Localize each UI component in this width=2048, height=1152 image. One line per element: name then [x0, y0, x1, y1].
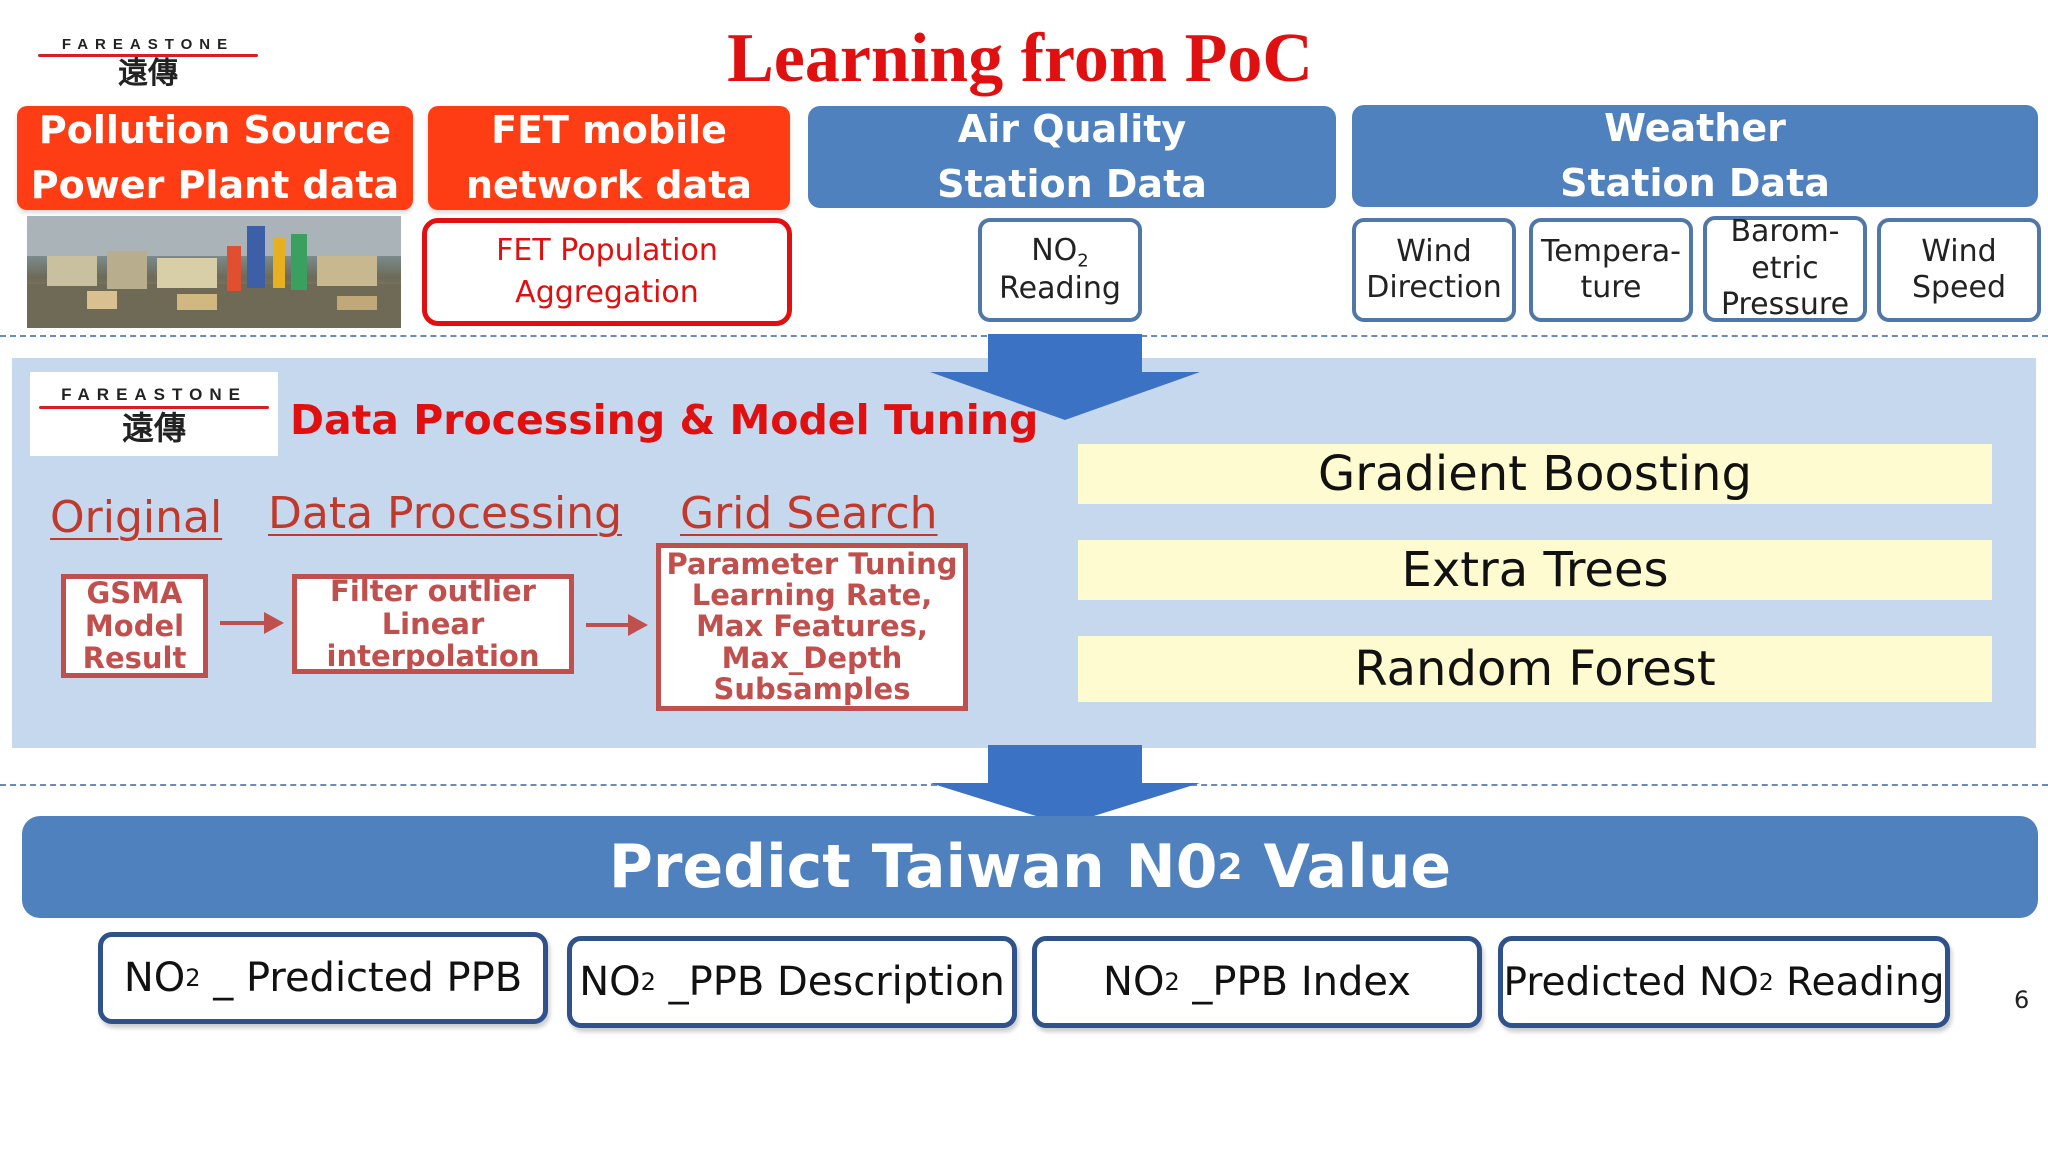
- air-quality-header: Air Quality Station Data: [808, 106, 1336, 208]
- fet-population-aggregation: FET Population Aggregation: [422, 218, 792, 326]
- fareastone-logo: FAREASTONE 遠傳: [28, 30, 268, 94]
- predict-text-post: Value: [1242, 832, 1452, 902]
- arrow-original-to-processing: [220, 612, 284, 634]
- power-plant-illustration: [27, 216, 401, 328]
- predict-text-pre: Predict Taiwan N0: [608, 832, 1218, 902]
- model-random-forest: Random Forest: [1078, 636, 1992, 702]
- processing-heading: Data Processing & Model Tuning: [290, 396, 1039, 444]
- wind-speed-box: Wind Speed: [1877, 218, 2041, 322]
- page-title: Learning from PoC: [727, 20, 1313, 97]
- model-extra-trees: Extra Trees: [1078, 540, 1992, 600]
- wind-direction-box: Wind Direction: [1352, 218, 1516, 322]
- power-plant-photo: [27, 216, 401, 328]
- no2-reading-chem: NO2: [1031, 232, 1089, 272]
- logo-panel-cjk: 遠傳: [121, 408, 186, 447]
- step-box-filter: Filter outlier Linear interpolation: [292, 574, 574, 674]
- step-box-gsma: GSMA Model Result: [61, 574, 208, 678]
- step-label-data-processing: Data Processing: [268, 488, 622, 539]
- no2-reading-label: Reading: [999, 270, 1121, 306]
- logo-latin: FAREASTONE: [61, 35, 235, 53]
- page-number: 6: [2014, 986, 2030, 1014]
- step-box-parameter-tuning: Parameter Tuning Learning Rate, Max Feat…: [656, 543, 968, 711]
- logo-panel-latin: FAREASTONE: [61, 384, 247, 404]
- logo-swoosh: [38, 53, 258, 57]
- step-label-grid-search: Grid Search: [680, 488, 938, 539]
- arrow-head: [264, 612, 284, 634]
- pollution-source-header: Pollution Source Power Plant data: [17, 106, 413, 210]
- arrow-shaft: [220, 621, 264, 625]
- predict-text-sub: 2: [1217, 846, 1243, 888]
- fet-mobile-header: FET mobile network data: [428, 106, 790, 210]
- arrow-shaft: [586, 623, 628, 627]
- model-gradient-boosting: Gradient Boosting: [1078, 444, 1992, 504]
- arrow-head: [628, 614, 648, 636]
- arrow-processing-to-grid: [586, 614, 648, 636]
- no2-reading-box: NO2 Reading: [978, 218, 1142, 322]
- down-arrow-2: [930, 745, 1200, 825]
- step-label-original: Original: [50, 492, 223, 543]
- barometric-pressure-box: Barom- etric Pressure: [1703, 214, 1867, 322]
- temperature-box: Tempera- ture: [1529, 218, 1693, 322]
- down-arrow-1: [930, 334, 1200, 420]
- fareastone-logo-panel: FAREASTONE 遠傳: [30, 372, 278, 456]
- logo-cjk: 遠傳: [118, 55, 178, 91]
- logo-panel-swoosh: [39, 405, 269, 409]
- weather-station-header: Weather Station Data: [1352, 105, 2038, 207]
